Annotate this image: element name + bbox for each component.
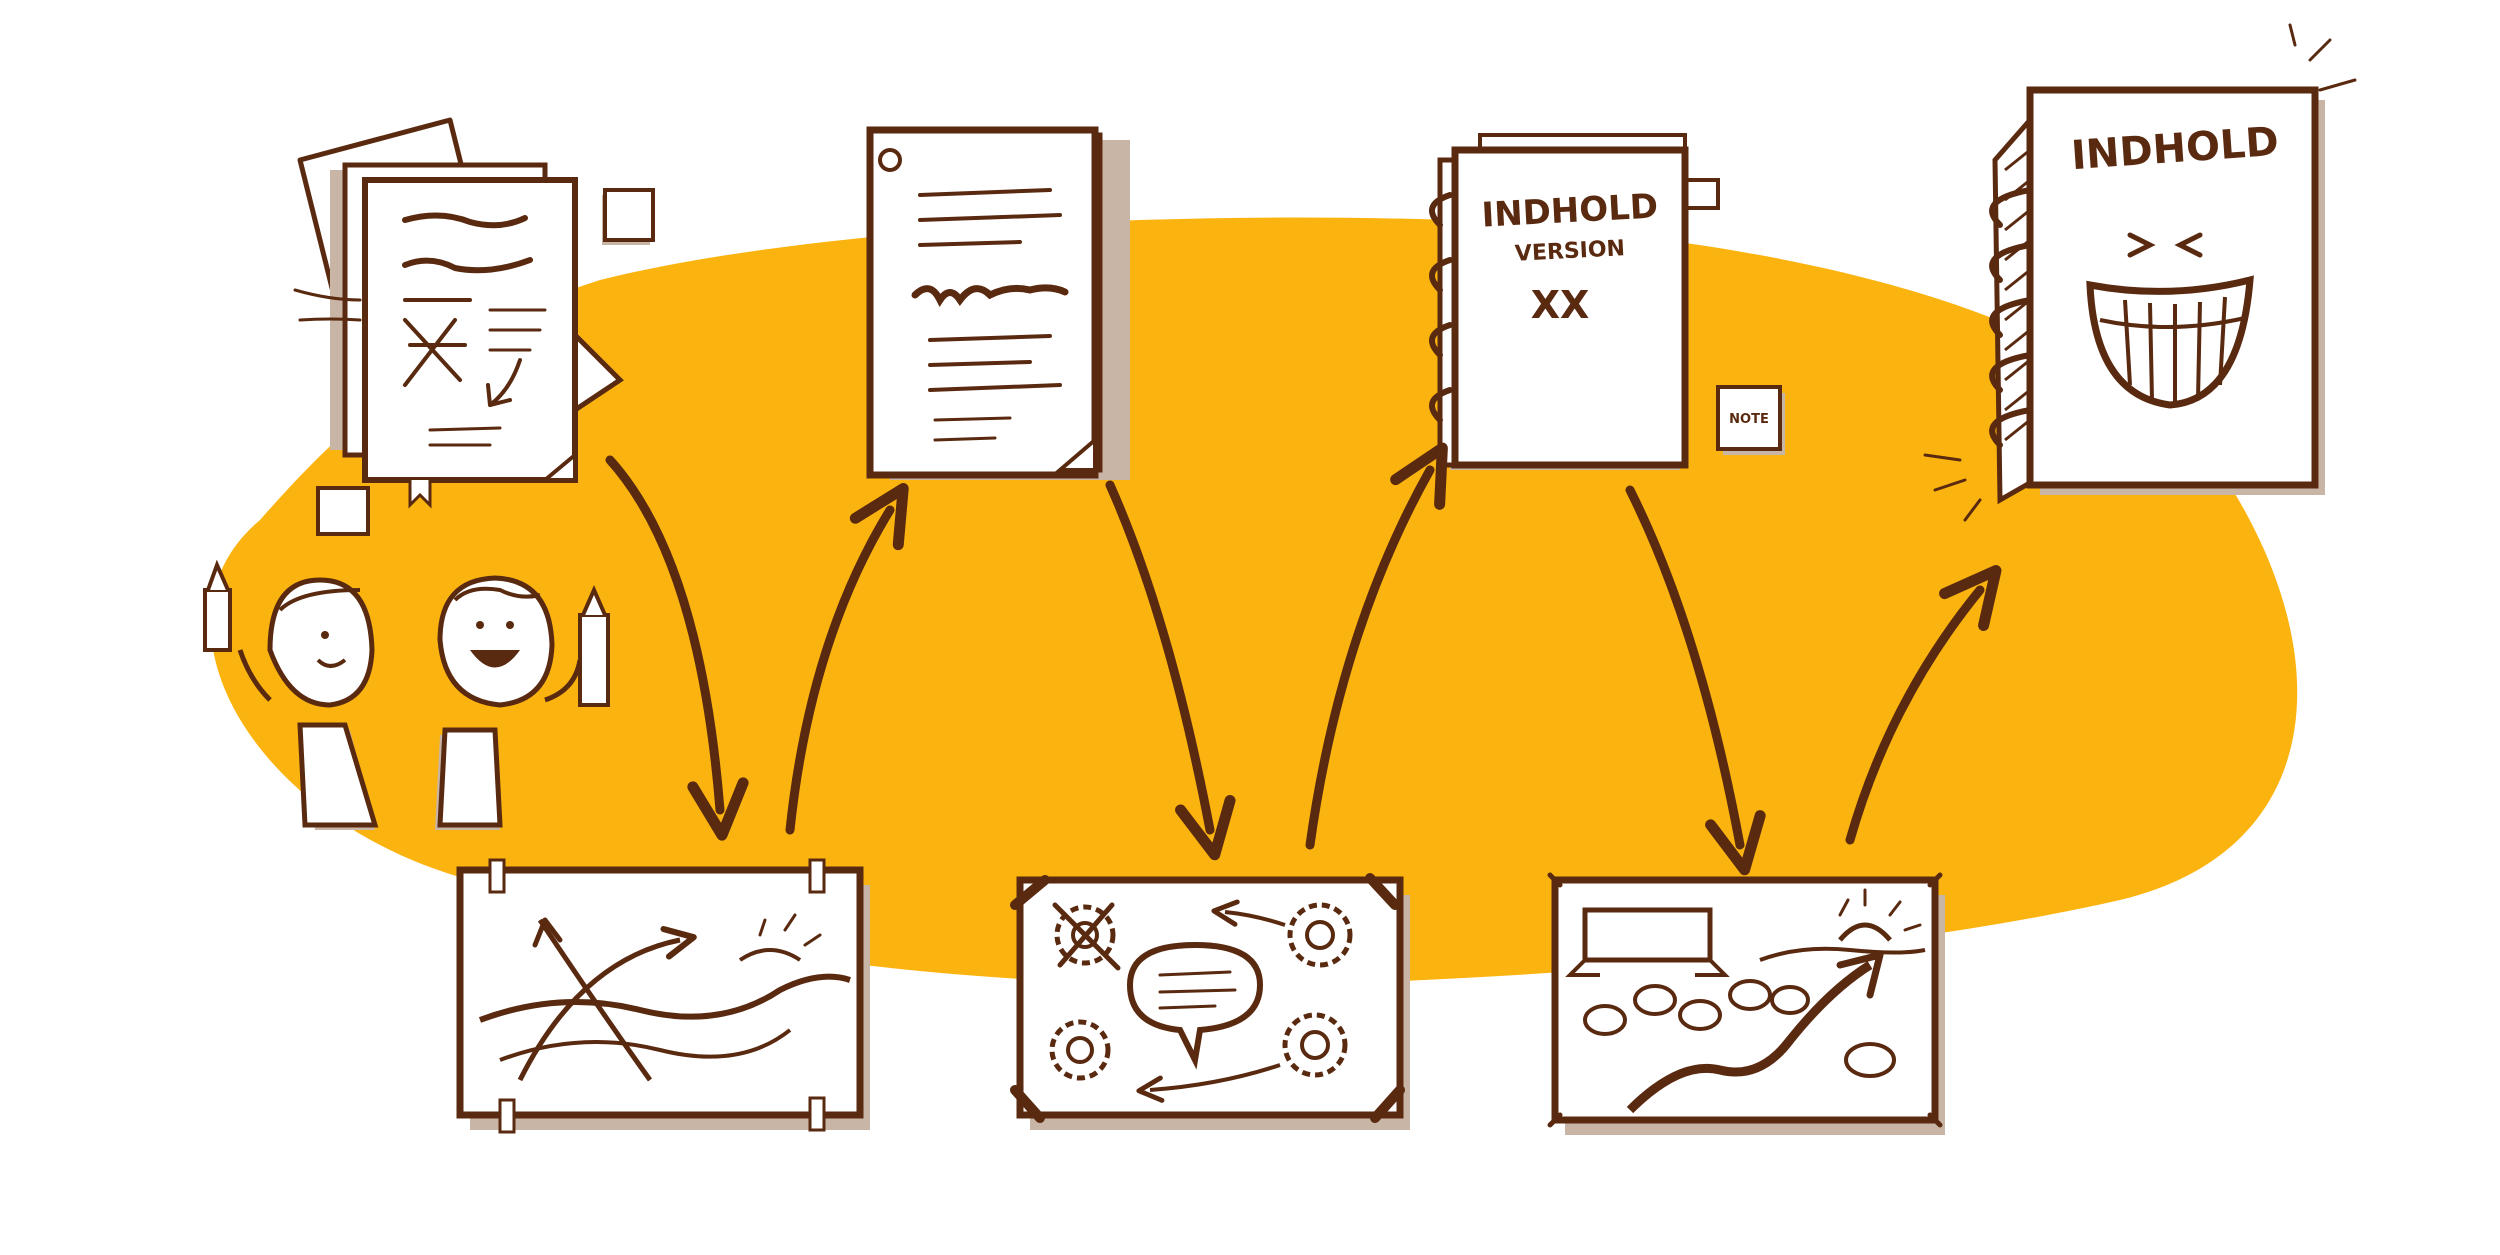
- rough-vision-board-icon: [460, 860, 870, 1132]
- goal-and-feedback-board-icon: [1550, 875, 1945, 1135]
- draft-notebook-number: XX: [1531, 283, 1590, 327]
- sticky-note-icon: NOTE: [1718, 387, 1785, 455]
- draft-notebook-icon: INDHOLD VERSION XX: [1432, 135, 1718, 470]
- sticky-note-icon: [602, 190, 653, 245]
- ideas-and-gears-board-icon: [1015, 878, 1410, 1130]
- sticky-note-label: NOTE: [1729, 412, 1769, 427]
- draft-documents-icon: [295, 120, 620, 505]
- clean-document-icon: [870, 130, 1130, 480]
- sticky-note-icon: [318, 488, 368, 534]
